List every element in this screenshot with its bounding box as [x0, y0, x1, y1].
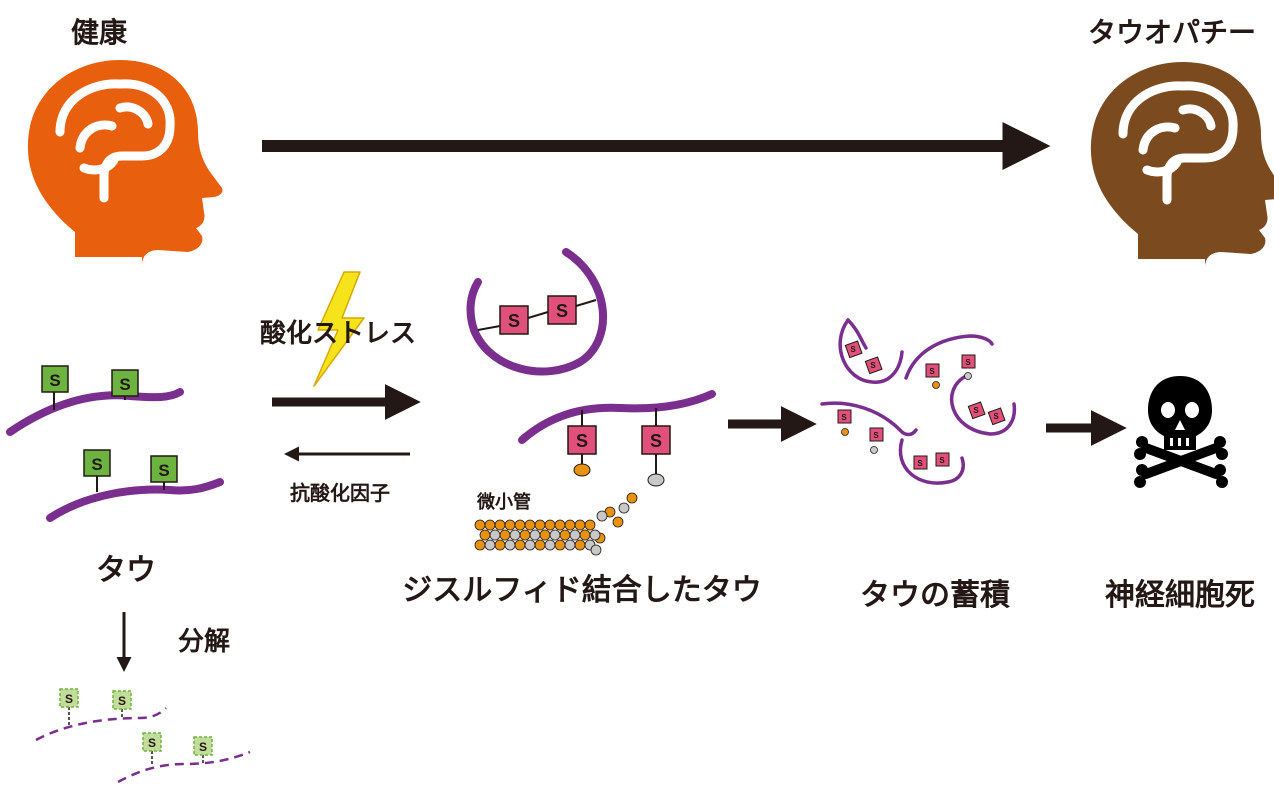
healthy-label: 健康: [71, 16, 128, 49]
svg-text:S: S: [650, 431, 662, 451]
svg-text:S: S: [870, 361, 876, 370]
antioxidant-label: 抗酸化因子: [290, 481, 390, 505]
svg-text:S: S: [939, 456, 945, 465]
svg-text:S: S: [556, 301, 568, 321]
svg-text:S: S: [576, 431, 588, 451]
svg-text:S: S: [993, 412, 999, 421]
microtubule: [474, 492, 638, 556]
svg-text:S: S: [158, 461, 169, 480]
svg-text:S: S: [973, 406, 979, 415]
svg-text:S: S: [965, 358, 971, 367]
tau-aggregate: S S S S S S S S S S: [820, 318, 1017, 485]
lightning-icon: [313, 271, 365, 387]
svg-text:S: S: [91, 455, 102, 474]
disulfide-tau-loop: S S: [466, 248, 607, 376]
skull-crossbones-icon: [1134, 376, 1228, 488]
neuronal-death-label: 神経細胞死: [1105, 578, 1255, 613]
svg-text:S: S: [841, 413, 847, 422]
oxidative-stress-label: 酸化ストレス: [260, 319, 416, 349]
degraded-tau: S S S S: [35, 688, 251, 784]
svg-text:S: S: [49, 371, 60, 390]
disulfide-tau-label: ジスルフィド結合したタウ: [402, 573, 761, 608]
tau-label: タウ: [96, 553, 156, 588]
s-group-green-3: S: [83, 449, 111, 477]
oxidized-tau-strand: S S: [518, 390, 716, 487]
svg-text:S: S: [873, 431, 879, 440]
svg-text:S: S: [929, 367, 935, 376]
degradation-label: 分解: [178, 627, 230, 657]
s-group-green-2: S: [111, 369, 139, 397]
svg-text:S: S: [148, 736, 156, 750]
tau-strands: [6, 388, 224, 522]
s-group-green-1: S: [41, 365, 69, 393]
tau-accumulation-label: タウの蓄積: [860, 578, 1010, 613]
microtubule-label: 微小管: [476, 491, 531, 513]
healthy-head-icon: [27, 60, 223, 265]
svg-text:S: S: [850, 345, 856, 354]
svg-text:S: S: [508, 311, 520, 331]
tauopathy-label: タウオパチー: [1088, 16, 1256, 49]
tauopathy-head-icon: [1090, 62, 1274, 267]
svg-text:S: S: [199, 740, 207, 754]
svg-text:S: S: [917, 459, 923, 468]
svg-text:S: S: [65, 692, 73, 706]
svg-text:S: S: [119, 375, 130, 394]
s-group-green-4: S: [150, 455, 178, 483]
svg-text:S: S: [118, 694, 126, 708]
